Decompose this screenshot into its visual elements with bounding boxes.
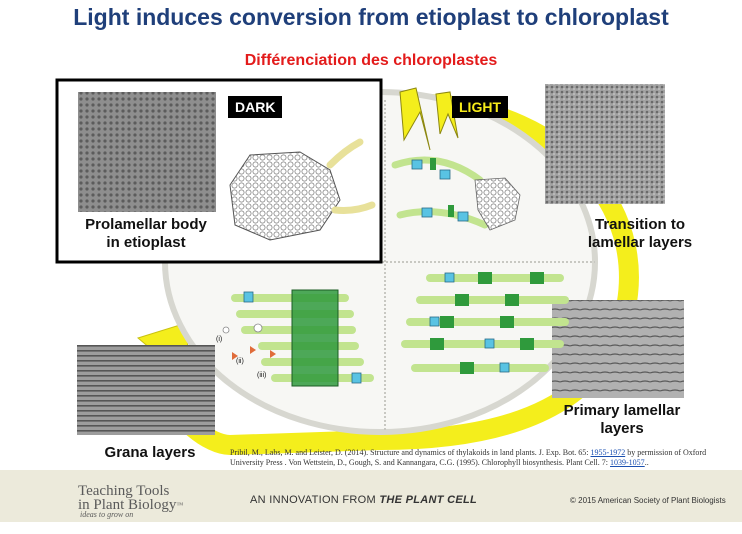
prolamellar-lattice	[229, 151, 341, 241]
etioplast-micrograph	[78, 92, 216, 212]
label-step-iii: (iii)	[257, 372, 267, 379]
label-transition: Transition to lamellar layers	[587, 216, 693, 251]
citation-text-3: ..	[644, 458, 649, 467]
dark-tag: DARK	[228, 96, 283, 118]
logo-tm: ™	[176, 501, 184, 509]
footer-logo: Teaching Tools in Plant Biology™	[78, 483, 184, 513]
light-bolt	[399, 87, 431, 151]
slide-subtitle: Différenciation des chloroplastes	[244, 52, 498, 69]
transition-thylakoids	[391, 156, 521, 231]
label-step-i: (i)	[216, 336, 223, 343]
footer-brand: THE PLANT CELL	[379, 494, 478, 506]
primary-lamellar-thylakoids	[401, 272, 569, 374]
grana-thylakoids	[222, 289, 374, 387]
label-grana: Grana layers	[104, 444, 196, 461]
citation-link-1[interactable]: 1955-1972	[590, 448, 626, 457]
citation: Pribil, M., Labs, M. and Leister, D. (20…	[230, 448, 730, 468]
label-prolamellar: Prolamellar body in etioplast	[85, 216, 207, 251]
logo-line-2: in Plant Biology	[78, 497, 177, 513]
grana-micrograph	[77, 345, 215, 435]
label-step-ii: (ii)	[236, 358, 244, 365]
light-tag: LIGHT	[452, 96, 508, 118]
footer-innovation: AN INNOVATION FROM THE PLANT CELL	[250, 494, 477, 506]
citation-text-1: Pribil, M., Labs, M. and Leister, D. (20…	[230, 448, 591, 457]
citation-text-2: by permission of Oxford University Press…	[230, 448, 707, 467]
label-primary: Primary lamellar layers	[563, 402, 681, 437]
citation-link-2[interactable]: 1039-1057	[610, 458, 645, 467]
footer-copyright: © 2015 American Society of Plant Biologi…	[570, 496, 726, 505]
logo-line-1: Teaching Tools	[78, 483, 170, 499]
footer-tagline: ideas to grow on	[80, 510, 134, 519]
footer-bar	[0, 470, 742, 522]
transition-micrograph	[545, 84, 665, 204]
primary-lamellar-micrograph	[552, 300, 684, 398]
footer-innovation-prefix: AN INNOVATION FROM	[250, 494, 380, 506]
slide-title: Light induces conversion from etioplast …	[73, 4, 669, 30]
